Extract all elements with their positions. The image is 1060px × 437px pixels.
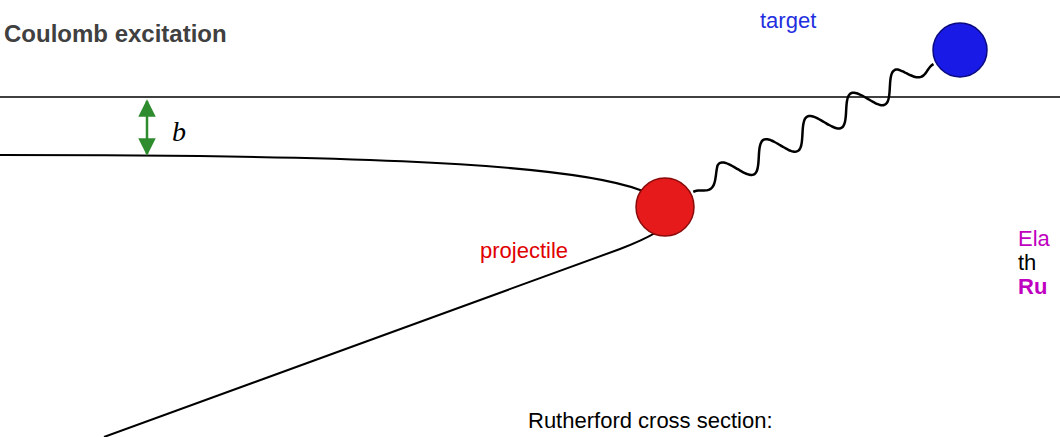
reference-line <box>0 96 1060 98</box>
target-nucleus: target <box>932 22 988 78</box>
side-note: Ru <box>1018 274 1047 299</box>
nucleus-label: target <box>760 8 816 33</box>
nucleus-circle <box>932 22 988 78</box>
slide-title: Coulomb excitation <box>4 20 227 48</box>
nucleus-circle <box>635 177 695 237</box>
nucleus-disc <box>636 178 694 236</box>
photon-exchange <box>693 64 933 192</box>
projectile-nucleus: projectile <box>635 177 695 237</box>
impact-parameter-label: b <box>172 116 186 148</box>
nucleus-label: projectile <box>480 238 568 263</box>
nucleus-disc <box>933 23 987 77</box>
side-note: th <box>1018 250 1036 275</box>
impact-parameter-arrow <box>146 101 149 154</box>
formula-heading: Rutherford cross section: <box>528 408 773 433</box>
projectile-trajectory <box>0 155 672 437</box>
side-note: Ela <box>1018 226 1050 251</box>
